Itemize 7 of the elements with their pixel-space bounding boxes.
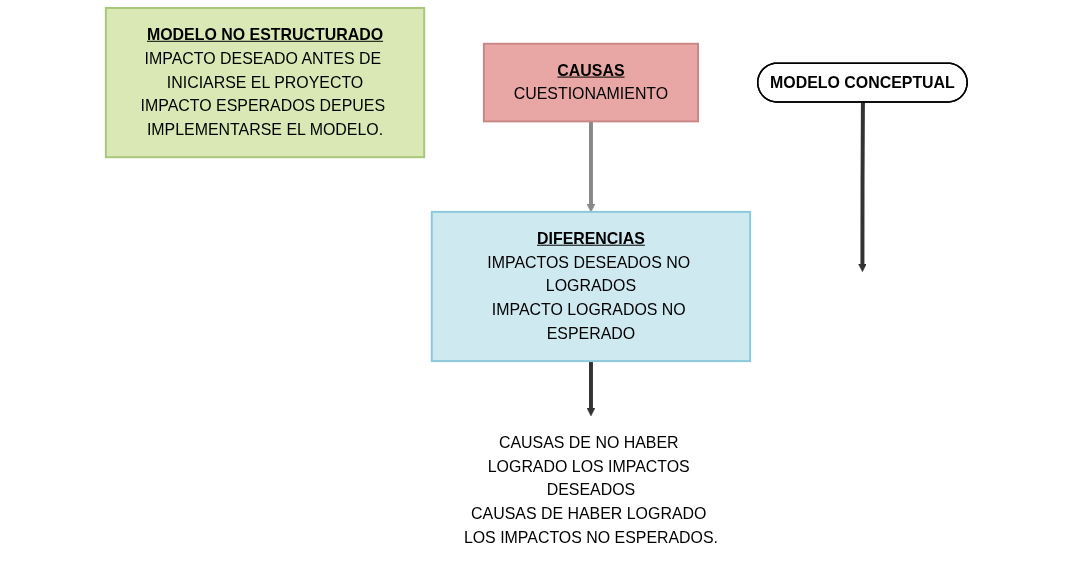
arrow: [586, 361, 596, 417]
node-box: MODELO NO ESTRUCTURADO IMPACTO DESEADO ANTES DE INICIARSE EL PROYECTO IMPACTO ESPERADOS DEPUES IMPLEMENTARSE EL MODELO.: [104, 6, 426, 159]
arrow: [586, 121, 596, 213]
arrow: [858, 102, 867, 272]
node-text: CAUSAS DE NO HABER LOGRADO LOS IMPACTOS DESEADOS CAUSAS DE HABER LOGRADO LOS IMPACTOS NO ESPERADOS.: [463, 433, 719, 547]
node-box: CAUSAS CUESTIONAMIENTO: [482, 42, 700, 123]
node-box: DIFERENCIAS IMPACTOS DESEADOS NO LOGRADOS IMPACTO LOGRADOS NO ESPERADO: [430, 210, 752, 363]
